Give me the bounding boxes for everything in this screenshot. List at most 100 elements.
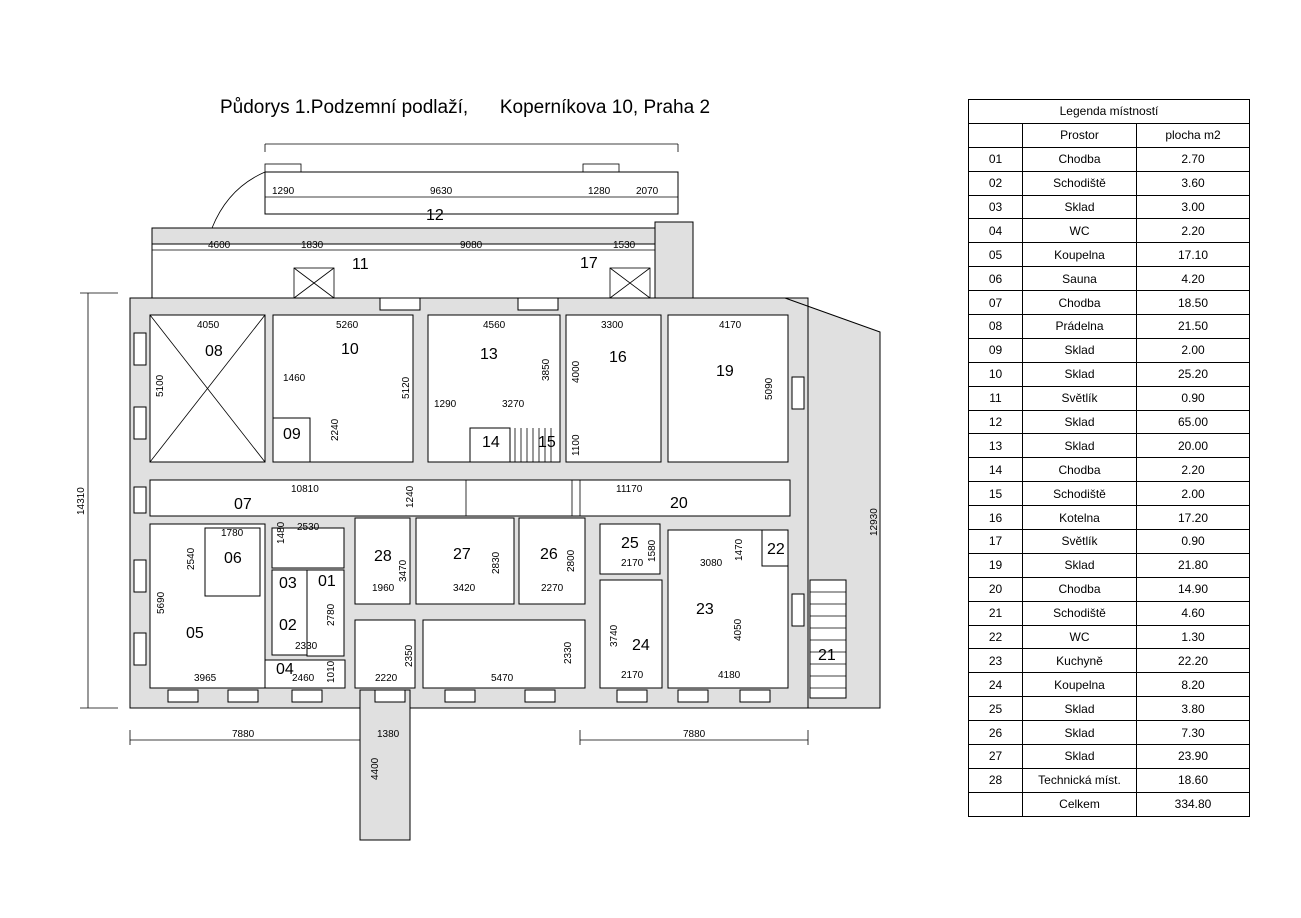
legend-room-area: 2.20 bbox=[1136, 457, 1250, 483]
dim-label: 4400 bbox=[370, 757, 381, 780]
legend-room-no: 22 bbox=[968, 624, 1023, 650]
room-label-19: 19 bbox=[716, 363, 734, 380]
room-label-03: 03 bbox=[279, 575, 297, 592]
legend-room-area: 18.60 bbox=[1136, 767, 1250, 793]
dim-label: 3420 bbox=[453, 583, 476, 594]
legend-room-no: 11 bbox=[968, 385, 1023, 411]
legend-room-no: 15 bbox=[968, 481, 1023, 507]
legend-room-no: 04 bbox=[968, 218, 1023, 244]
legend-room-no: 02 bbox=[968, 170, 1023, 196]
dimension-lines bbox=[80, 196, 881, 745]
legend-room-name: WC bbox=[1022, 218, 1137, 244]
legend-room-area: 23.90 bbox=[1136, 744, 1250, 769]
legend-room-no: 25 bbox=[968, 696, 1023, 722]
page-title: Půdorys 1.Podzemní podlaží, Koperníkova … bbox=[219, 97, 711, 118]
dim-label: 1010 bbox=[326, 660, 337, 683]
room-label-09: 09 bbox=[283, 426, 301, 443]
dim-label: 1380 bbox=[377, 729, 400, 740]
room-label-28: 28 bbox=[374, 548, 392, 565]
legend-room-area: 17.10 bbox=[1136, 242, 1250, 268]
legend-room-name: Sklad bbox=[1022, 696, 1137, 722]
legend-total-label: Celkem bbox=[1022, 791, 1137, 817]
legend-room-name: Sklad bbox=[1022, 409, 1137, 435]
dim-label: 7880 bbox=[232, 729, 255, 740]
legend-room-area: 4.60 bbox=[1136, 600, 1250, 626]
dim-label: 9080 bbox=[460, 240, 483, 251]
dim-label: 1830 bbox=[301, 240, 324, 251]
dim-label: 4170 bbox=[719, 320, 742, 331]
legend-header-space: Prostor bbox=[1022, 122, 1137, 148]
legend-room-no: 08 bbox=[968, 314, 1023, 339]
legend-room-name: Sklad bbox=[1022, 194, 1137, 220]
legend-room-name: WC bbox=[1022, 624, 1137, 650]
legend-room-no: 20 bbox=[968, 576, 1023, 602]
dim-label: 9630 bbox=[430, 186, 453, 197]
dim-label: 3270 bbox=[502, 399, 525, 410]
dim-label: 2780 bbox=[326, 603, 337, 626]
dim-label: 1580 bbox=[647, 539, 658, 562]
dim-label: 4000 bbox=[571, 360, 582, 383]
north-rooms bbox=[149, 314, 789, 463]
stair-15 bbox=[514, 428, 552, 462]
legend-room-name: Sklad bbox=[1022, 433, 1137, 459]
dim-label: 5090 bbox=[764, 377, 775, 400]
legend-room-no: 13 bbox=[968, 433, 1023, 459]
room-label-13: 13 bbox=[480, 346, 498, 363]
legend-room-no: 09 bbox=[968, 337, 1023, 363]
room-label-06: 06 bbox=[224, 550, 242, 567]
dim-label: 2070 bbox=[636, 186, 659, 197]
dim-label: 1470 bbox=[734, 538, 745, 561]
legend-room-area: 0.90 bbox=[1136, 529, 1250, 554]
legend-room-area: 0.90 bbox=[1136, 385, 1250, 411]
room-label-23: 23 bbox=[696, 601, 714, 618]
dim-label: 3300 bbox=[601, 320, 624, 331]
dim-label: 3080 bbox=[700, 558, 723, 569]
room-label-24: 24 bbox=[632, 637, 650, 654]
legend-room-no: 21 bbox=[968, 600, 1023, 626]
dim-label: 4560 bbox=[483, 320, 506, 331]
legend-room-area: 3.60 bbox=[1136, 170, 1250, 196]
legend-header-no bbox=[968, 122, 1023, 148]
dim-label: 3740 bbox=[609, 624, 620, 647]
dim-label: 3470 bbox=[398, 559, 409, 582]
dim-label: 1780 bbox=[221, 528, 244, 539]
dim-label: 2330 bbox=[563, 641, 574, 664]
legend-room-name: Schodiště bbox=[1022, 170, 1137, 196]
room-label-25: 25 bbox=[621, 535, 639, 552]
legend-room-no: 06 bbox=[968, 266, 1023, 292]
legend-total-no bbox=[968, 791, 1023, 817]
room-label-27: 27 bbox=[453, 546, 471, 563]
dim-label: 1290 bbox=[434, 399, 457, 410]
dim-label: 1280 bbox=[588, 186, 611, 197]
room-label-21: 21 bbox=[818, 647, 836, 664]
room-label-16: 16 bbox=[609, 349, 627, 366]
dim-label: 2170 bbox=[621, 558, 644, 569]
legend-room-name: Kuchyně bbox=[1022, 648, 1137, 674]
dim-label: 5100 bbox=[155, 374, 166, 397]
room-label-15: 15 bbox=[538, 434, 556, 451]
dim-label: 5260 bbox=[336, 320, 359, 331]
legend-room-no: 10 bbox=[968, 361, 1023, 387]
windows bbox=[133, 297, 805, 703]
legend-header-row: Prostor plocha m2 bbox=[968, 122, 1250, 148]
dim-label: 2830 bbox=[491, 551, 502, 574]
legend-room-name: Prádelna bbox=[1022, 314, 1137, 339]
room-label-11: 11 bbox=[352, 256, 369, 273]
legend-room-no: 28 bbox=[968, 767, 1023, 793]
legend-room-name: Sauna bbox=[1022, 266, 1137, 292]
legend-room-no: 05 bbox=[968, 242, 1023, 268]
legend-room-name: Koupelna bbox=[1022, 672, 1137, 698]
dim-label: 2540 bbox=[186, 547, 197, 570]
